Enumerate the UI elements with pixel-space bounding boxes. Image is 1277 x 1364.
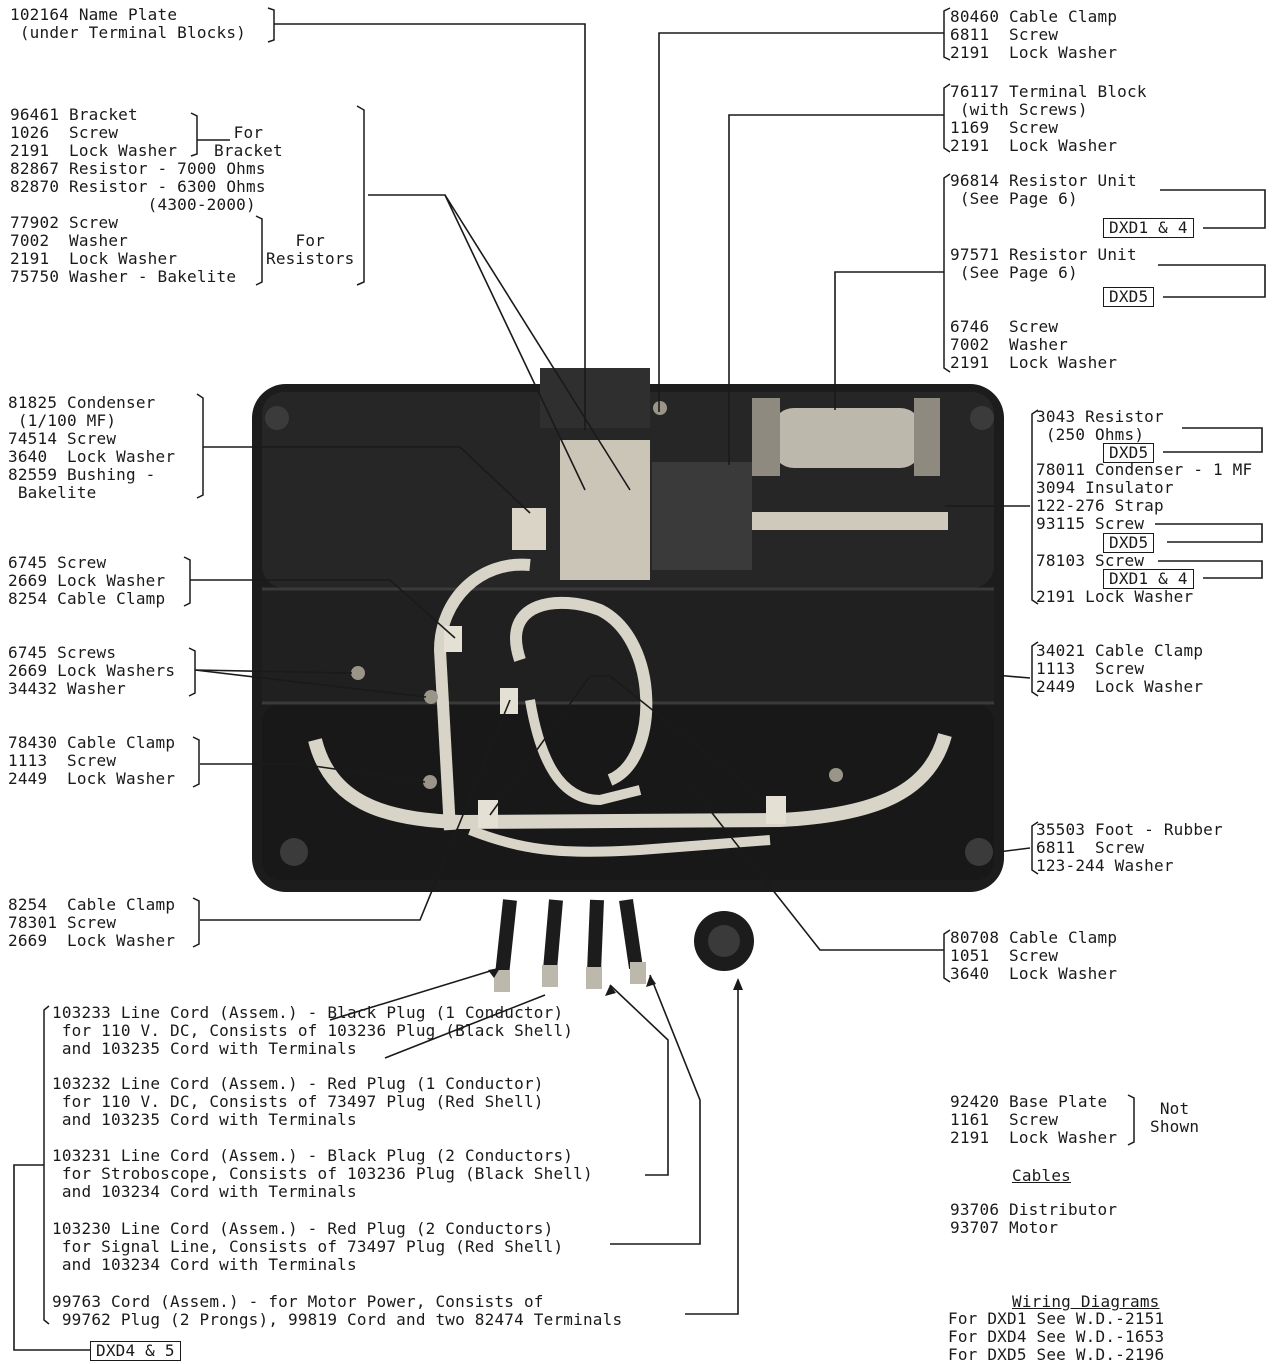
tag-dxd1-4-b: DXD1 & 4 xyxy=(1103,569,1194,589)
tag-dxd5-b: DXD5 xyxy=(1103,443,1155,463)
callout-cable-clamp-80460: 80460 Cable Clamp 6811 Screw 2191 Lock W… xyxy=(950,7,1118,62)
callout-cord-103232: 103232 Line Cord (Assem.) - Red Plug (1 … xyxy=(52,1074,544,1129)
tag-dxd4-5: DXD4 & 5 xyxy=(90,1341,181,1361)
callout-terminal-block: 76117 Terminal Block (with Screws) 1169 … xyxy=(950,82,1147,155)
callout-condenser-78011: 78011 Condenser - 1 MF 3094 Insulator 12… xyxy=(1036,460,1253,533)
callout-resistor-hardware: 77902 Screw 7002 Washer 2191 Lock Washer… xyxy=(10,213,237,286)
callout-lock-washer-2191: 2191 Lock Washer xyxy=(1036,587,1194,606)
tag-dxd5-c: DXD5 xyxy=(1103,533,1155,553)
callout-foot-35503: 35503 Foot - Rubber 6811 Screw 123-244 W… xyxy=(1036,820,1223,875)
cables-list: 93706 Distributor 93707 Motor xyxy=(950,1200,1118,1237)
callout-for-resistors: For Resistors xyxy=(266,231,355,268)
callout-cable-clamp-8254: 8254 Cable Clamp 78301 Screw 2669 Lock W… xyxy=(8,895,176,950)
callout-base-plate: 92420 Base Plate 1161 Screw 2191 Lock Wa… xyxy=(950,1092,1118,1147)
wiring-diagrams-heading: Wiring Diagrams xyxy=(1012,1292,1160,1311)
chassis-photo xyxy=(252,368,1004,992)
callout-screws-6745: 6745 Screws 2669 Lock Washers 34432 Wash… xyxy=(8,643,176,698)
callout-resistor-3043: 3043 Resistor (250 Ohms) xyxy=(1036,407,1164,444)
callout-cable-clamp-80708: 80708 Cable Clamp 1051 Screw 3640 Lock W… xyxy=(950,928,1118,983)
wiring-diagrams-list: For DXD1 See W.D.-2151 For DXD4 See W.D.… xyxy=(948,1309,1165,1364)
callout-cord-103230: 103230 Line Cord (Assem.) - Red Plug (2 … xyxy=(52,1219,564,1274)
tag-dxd5-a: DXD5 xyxy=(1103,287,1155,307)
callout-cord-103233: 103233 Line Cord (Assem.) - Black Plug (… xyxy=(52,1003,574,1058)
callout-resistor-unit-97571: 97571 Resistor Unit (See Page 6) xyxy=(950,245,1137,282)
callout-cord-103231: 103231 Line Cord (Assem.) - Black Plug (… xyxy=(52,1146,593,1201)
tag-dxd1-4-a: DXD1 & 4 xyxy=(1103,218,1194,238)
cables-heading: Cables xyxy=(1012,1166,1071,1185)
callout-cable-clamp-34021: 34021 Cable Clamp 1113 Screw 2449 Lock W… xyxy=(1036,641,1204,696)
callout-condenser-group: 81825 Condenser (1/100 MF) 74514 Screw 3… xyxy=(8,393,176,502)
callout-screw-78103: 78103 Screw xyxy=(1036,551,1145,570)
callout-bracket-group: 96461 Bracket 1026 Screw 2191 Lock Washe… xyxy=(10,105,266,214)
callout-cable-clamp-6745: 6745 Screw 2669 Lock Washer 8254 Cable C… xyxy=(8,553,166,608)
callout-for-bracket: For Bracket xyxy=(214,123,283,160)
callout-resistor-unit-96814: 96814 Resistor Unit (See Page 6) xyxy=(950,171,1137,208)
callout-screw-6746: 6746 Screw 7002 Washer 2191 Lock Washer xyxy=(950,317,1118,372)
callout-cord-99763: 99763 Cord (Assem.) - for Motor Power, C… xyxy=(52,1292,623,1329)
leader-lines xyxy=(13,7,1266,1351)
callout-cable-clamp-78430: 78430 Cable Clamp 1113 Screw 2449 Lock W… xyxy=(8,733,176,788)
callout-not-shown: Not Shown xyxy=(1150,1099,1200,1136)
callout-name-plate: 102164 Name Plate (under Terminal Blocks… xyxy=(10,5,246,42)
